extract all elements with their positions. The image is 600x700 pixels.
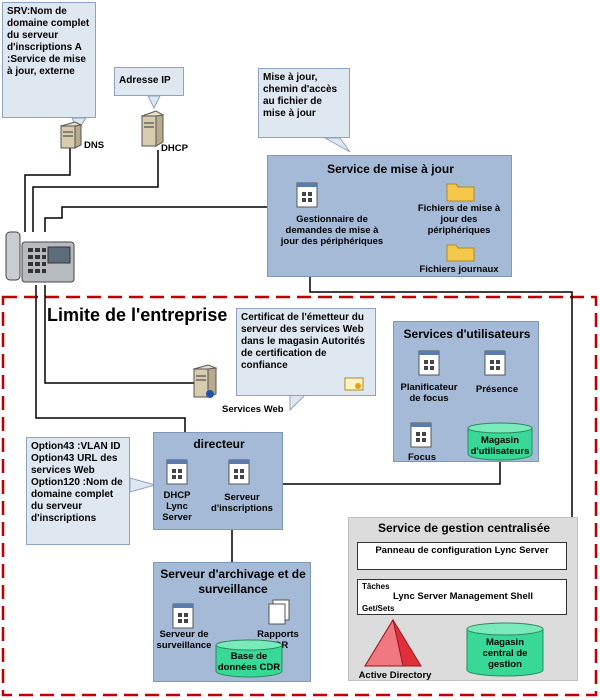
line-director-userstore <box>283 462 501 485</box>
web-services-label: Services Web <box>222 404 284 415</box>
dns-label: DNS <box>84 140 105 151</box>
registration-server-label: Serveur d'inscriptions <box>211 492 273 514</box>
management-shell-label: Lync Server Management Shell <box>392 591 534 602</box>
user-services-box: Services d'utilisateurs Planificateur de… <box>393 321 539 463</box>
line-phone-director <box>35 285 186 432</box>
dhcp-lync-server-icon <box>166 459 188 485</box>
presence-label: Présence <box>475 384 519 395</box>
web-services-server-icon <box>192 364 218 398</box>
management-shell-panel[interactable]: Tâches Lync Server Management Shell Get/… <box>357 579 567 615</box>
cert-callout-text: Certificat de l'émetteur du serveur des … <box>241 312 366 371</box>
central-mgmt-box: Service de gestion centralisée Panneau d… <box>348 517 578 681</box>
active-directory-label: Active Directory <box>358 670 432 681</box>
update-callout-text: Mise à jour, chemin d'accès au fichier d… <box>263 72 338 119</box>
update-files-folder-icon <box>446 183 475 202</box>
options-callout-tail <box>129 477 157 493</box>
control-panel[interactable]: Panneau de configuration Lync Server <box>357 542 567 570</box>
dhcp-callout-text: Adresse IP <box>119 75 171 86</box>
cdr-db-label: Base de données CDR <box>217 651 281 673</box>
log-files-label: Fichiers journaux <box>419 264 499 275</box>
options-callout-text: Option43 :VLAN ID Option43 URL des servi… <box>31 441 123 524</box>
archiving-title: Serveur d'archivage et de surveillance <box>160 567 306 596</box>
tasks-label: Tâches <box>362 582 390 591</box>
dhcp-label: DHCP <box>161 143 188 154</box>
dhcp-callout-tail <box>147 95 161 110</box>
line-phone-dhcp <box>32 150 159 232</box>
central-mgmt-title: Service de gestion centralisée <box>377 521 551 535</box>
user-store-db-icon <box>467 422 533 461</box>
cdr-db-icon <box>215 639 283 678</box>
control-panel-label: Panneau de configuration Lync Server <box>375 545 549 556</box>
dns-callout-text: SRV:Nom de domaine complet du serveur d'… <box>7 6 90 77</box>
archiving-box: Serveur d'archivage et de surveillance S… <box>153 562 311 682</box>
cert-callout-tail <box>289 394 307 412</box>
dhcp-lync-server-label: DHCP Lync Server <box>162 490 192 523</box>
focus-label: Focus <box>408 452 436 463</box>
focus-planner-icon <box>418 350 440 376</box>
update-service-box: Service de mise à jour Gestionnaire de d… <box>267 155 512 277</box>
update-callout-tail <box>323 137 351 153</box>
boundary-title: Limite de l'entreprise <box>47 305 228 325</box>
cdr-reports-icon <box>268 599 290 625</box>
user-services-title: Services d'utilisateurs <box>403 327 531 341</box>
company-boundary <box>1 295 598 697</box>
active-directory-icon <box>364 618 422 667</box>
director-box: directeur DHCP Lync Server Serveur d'ins… <box>153 432 283 530</box>
monitoring-server-icon <box>172 603 194 629</box>
registration-server-icon <box>228 459 250 485</box>
dns-callout: SRV:Nom de domaine complet du serveur d'… <box>2 2 96 118</box>
update-files-label: Fichiers de mise à jour des périphérique… <box>417 203 501 236</box>
line-phone-update <box>44 206 290 232</box>
options-callout: Option43 :VLAN ID Option43 URL des servi… <box>26 437 130 545</box>
dhcp-callout: Adresse IP <box>114 67 184 96</box>
certificate-icon <box>344 377 364 391</box>
director-title: directeur <box>193 437 245 451</box>
update-service-title: Service de mise à jour <box>327 162 454 176</box>
log-files-folder-icon <box>446 244 475 262</box>
update-manager-label: Gestionnaire de demandes de mise à jour … <box>280 214 384 247</box>
ip-phone-icon <box>5 231 75 283</box>
user-store-label: Magasin d'utilisateurs <box>470 435 530 457</box>
update-manager-icon <box>296 182 318 208</box>
dhcp-server-icon <box>140 110 165 147</box>
dns-server-icon <box>59 121 83 149</box>
focus-icon <box>410 422 432 448</box>
focus-planner-label: Planificateur de focus <box>400 382 458 404</box>
monitoring-server-label: Serveur de surveillance <box>156 629 212 651</box>
presence-icon <box>484 350 506 376</box>
central-store-db-icon <box>466 622 544 677</box>
line-phone-web <box>44 285 195 384</box>
central-store-label: Magasin central de gestion <box>482 637 528 670</box>
update-callout: Mise à jour, chemin d'accès au fichier d… <box>258 68 350 138</box>
cert-callout: Certificat de l'émetteur du serveur des … <box>236 308 376 396</box>
get-sets-label: Get/Sets <box>362 604 395 613</box>
line-phone-dns <box>24 145 71 232</box>
